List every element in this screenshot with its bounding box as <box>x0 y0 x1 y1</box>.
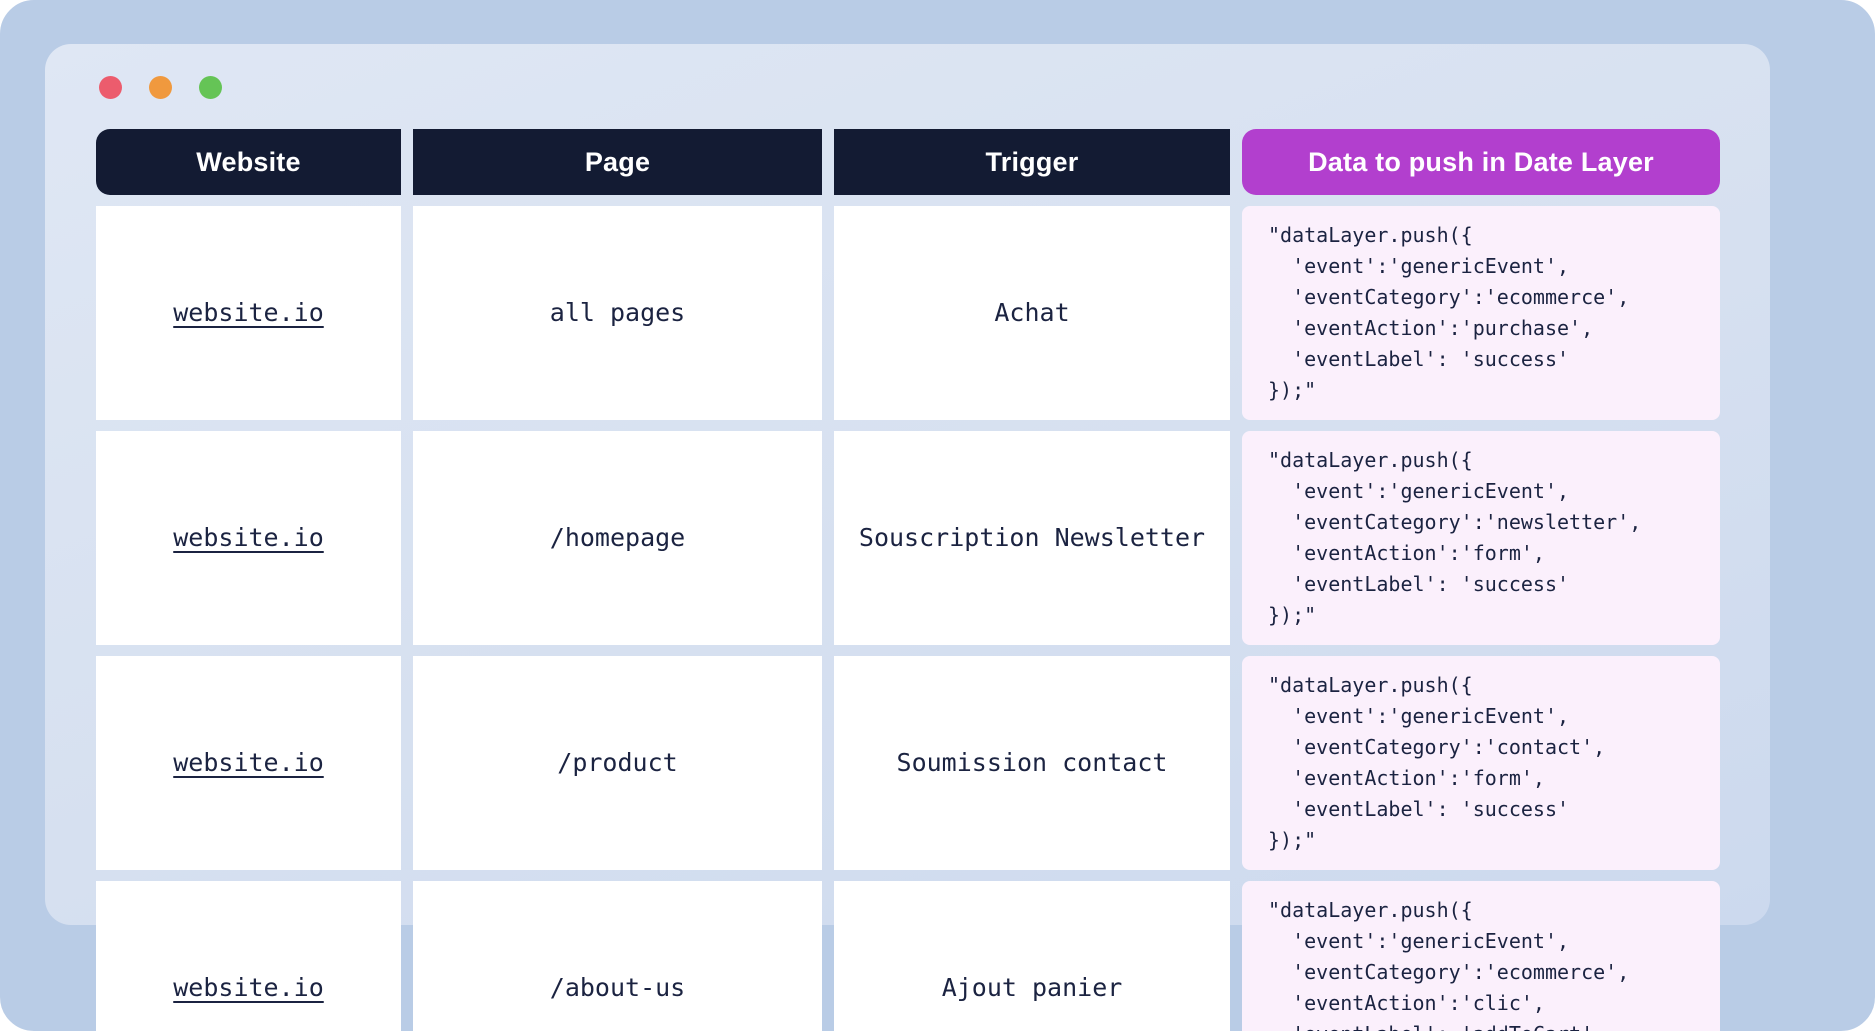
datalayer-code-snippet: "dataLayer.push({ 'event':'genericEvent'… <box>1268 673 1606 852</box>
cell-trigger: Souscription Newsletter <box>834 431 1230 645</box>
table-row: website.io /homepage Souscription Newsle… <box>96 431 1720 645</box>
cell-data-to-push: "dataLayer.push({ 'event':'genericEvent'… <box>1242 656 1720 870</box>
browser-window: Website Page Trigger Data to push in Dat… <box>45 44 1770 1031</box>
cell-trigger: Soumission contact <box>834 656 1230 870</box>
datalayer-code-snippet: "dataLayer.push({ 'event':'genericEvent'… <box>1268 223 1630 402</box>
column-header-data-to-push: Data to push in Date Layer <box>1242 129 1720 195</box>
window-titlebar <box>45 44 1770 130</box>
table-header-row: Website Page Trigger Data to push in Dat… <box>96 129 1720 195</box>
cell-trigger: Ajout panier <box>834 881 1230 1031</box>
cell-data-to-push: "dataLayer.push({ 'event':'genericEvent'… <box>1242 206 1720 420</box>
table-row: website.io /product Soumission contact "… <box>96 656 1720 870</box>
close-window-button[interactable] <box>99 76 122 99</box>
website-link[interactable]: website.io <box>173 747 324 777</box>
cell-page: /homepage <box>413 431 822 645</box>
table-row: website.io /about-us Ajout panier "dataL… <box>96 881 1720 1031</box>
website-link[interactable]: website.io <box>173 297 324 327</box>
cell-website: website.io <box>96 881 401 1031</box>
cell-page: all pages <box>413 206 822 420</box>
column-header-website: Website <box>96 129 401 195</box>
column-header-trigger: Trigger <box>834 129 1230 195</box>
datalayer-code-snippet: "dataLayer.push({ 'event':'genericEvent'… <box>1268 448 1642 627</box>
cell-page: /product <box>413 656 822 870</box>
cell-website: website.io <box>96 431 401 645</box>
window-traffic-lights <box>99 76 222 99</box>
column-header-page: Page <box>413 129 822 195</box>
minimize-window-button[interactable] <box>149 76 172 99</box>
cell-website: website.io <box>96 206 401 420</box>
website-link[interactable]: website.io <box>173 972 324 1002</box>
datalayer-code-snippet: "dataLayer.push({ 'event':'genericEvent'… <box>1268 898 1630 1031</box>
cell-page: /about-us <box>413 881 822 1031</box>
cell-trigger: Achat <box>834 206 1230 420</box>
cell-website: website.io <box>96 656 401 870</box>
table-row: website.io all pages Achat "dataLayer.pu… <box>96 206 1720 420</box>
maximize-window-button[interactable] <box>199 76 222 99</box>
website-link[interactable]: website.io <box>173 522 324 552</box>
datalayer-table: Website Page Trigger Data to push in Dat… <box>96 129 1720 1031</box>
cell-data-to-push: "dataLayer.push({ 'event':'genericEvent'… <box>1242 431 1720 645</box>
cell-data-to-push: "dataLayer.push({ 'event':'genericEvent'… <box>1242 881 1720 1031</box>
